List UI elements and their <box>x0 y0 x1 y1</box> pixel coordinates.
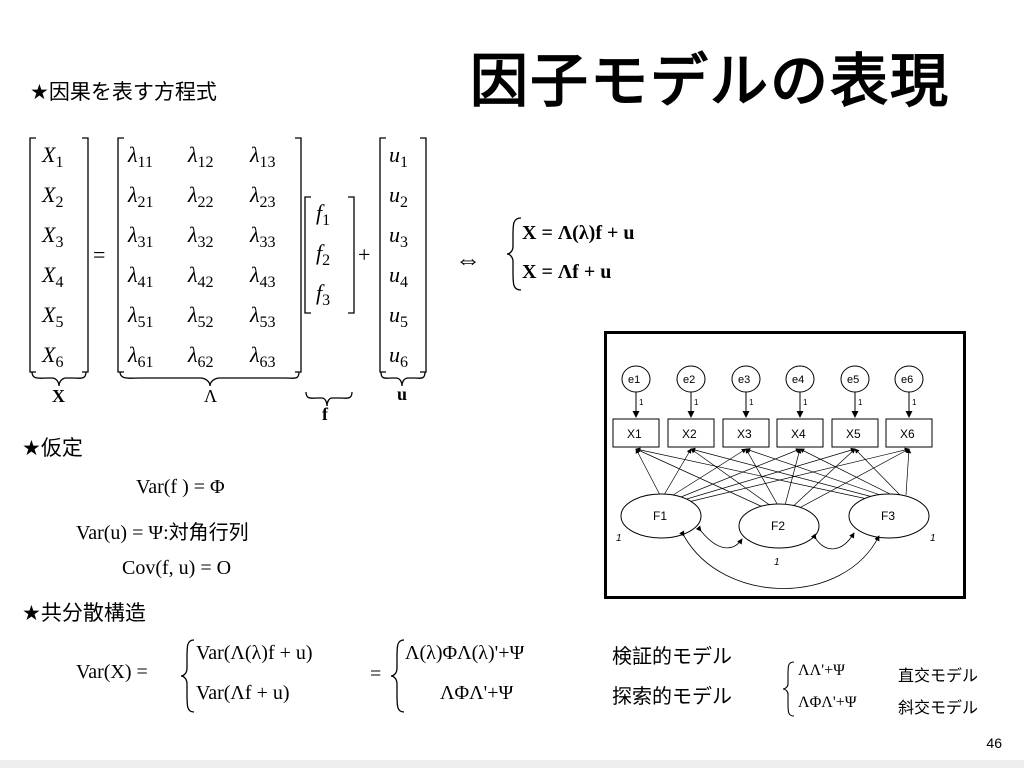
equivalence-line-2: X = Λf + u <box>522 261 612 283</box>
svg-text:λ21: λ21 <box>127 182 154 211</box>
svg-text:λ62: λ62 <box>187 342 214 371</box>
equivalence-line-1: X = Λ(λ)f + u <box>522 222 635 244</box>
svg-text:λ23: λ23 <box>249 182 276 211</box>
svg-text:λ42: λ42 <box>187 262 214 291</box>
cov-brace-right <box>390 639 405 713</box>
matrix-x-entry: X <box>41 182 57 207</box>
equivalence-arrow: ⇔ <box>455 245 481 274</box>
assumption-var-u: Var(u) = Ψ:対角行列 <box>76 520 249 544</box>
svg-text:λ61: λ61 <box>127 342 154 371</box>
svg-text:X3: X3 <box>41 222 63 251</box>
svg-text:u1: u1 <box>389 142 408 171</box>
svg-text:λ11: λ11 <box>127 142 153 171</box>
cov-mid-line-1: Var(Λ(λ)f + u) <box>196 642 313 664</box>
svg-text:X5: X5 <box>41 302 63 331</box>
matrix-x-entry: X <box>41 142 57 167</box>
svg-text:f1: f1 <box>316 200 330 229</box>
factor-variance-label-1: 1 <box>616 533 622 544</box>
factor-f1: F1 <box>653 509 667 523</box>
svg-text:λ13: λ13 <box>249 142 276 171</box>
footer-bar <box>0 760 1024 768</box>
observed-x2: X2 <box>682 427 697 441</box>
cov-brace-left <box>180 639 195 713</box>
observed-x5: X5 <box>846 427 861 441</box>
covariance-label: 1 <box>774 557 780 568</box>
brace-label-u: u <box>397 384 407 404</box>
heading-covariance-structure: ★共分散構造 <box>22 601 146 625</box>
svg-text:λ22: λ22 <box>187 182 214 211</box>
equivalence-brace <box>506 217 522 291</box>
matrix-x-entry: X <box>41 262 57 287</box>
brace-label-x: X <box>52 386 65 406</box>
svg-text:u2: u2 <box>389 182 408 211</box>
sub-label-orthogonal: 直交モデル <box>898 666 979 685</box>
svg-text:λ51: λ51 <box>127 302 154 331</box>
error-e4: e4 <box>792 374 804 386</box>
heading-assumption: ★仮定 <box>22 436 83 460</box>
svg-text:X6: X6 <box>41 342 63 371</box>
heading-causal-equation: ★因果を表す方程式 <box>30 80 217 104</box>
svg-text:1: 1 <box>749 398 754 407</box>
sub-brace <box>782 661 795 717</box>
cov-rhs-line-2: ΛΦΛ'+Ψ <box>440 682 514 704</box>
sub-line-oblique: ΛΦΛ'+Ψ <box>798 694 857 711</box>
page-number: 46 <box>986 735 1002 751</box>
cov-rhs-line-1: Λ(λ)ΦΛ(λ)'+Ψ <box>405 642 525 664</box>
observed-x4: X4 <box>791 427 806 441</box>
svg-text:f2: f2 <box>316 240 330 269</box>
svg-text:1: 1 <box>639 398 644 407</box>
matrix-x-entry: X <box>41 302 57 327</box>
error-e5: e5 <box>847 374 859 386</box>
equals-sign: = <box>93 242 105 267</box>
svg-text:f3: f3 <box>316 280 330 309</box>
svg-text:λ63: λ63 <box>249 342 276 371</box>
sub-line-orthogonal: ΛΛ'+Ψ <box>798 662 845 679</box>
label-confirmatory: 検証的モデル <box>612 644 732 668</box>
error-e2: e2 <box>683 374 695 386</box>
assumption-cov-fu: Cov(f, u) = O <box>122 557 232 579</box>
sub-label-oblique: 斜交モデル <box>898 698 979 717</box>
matrix-equation: X1 X2 X3 X4 X5 X6 = + λ11 λ12 λ13 λ21 λ2… <box>29 137 427 424</box>
svg-text:λ12: λ12 <box>187 142 214 171</box>
svg-text:u4: u4 <box>389 262 408 291</box>
svg-text:X4: X4 <box>41 262 63 291</box>
svg-text:1: 1 <box>803 398 808 407</box>
svg-text:1: 1 <box>694 398 699 407</box>
svg-text:λ53: λ53 <box>249 302 276 331</box>
error-e3: e3 <box>738 374 750 386</box>
brace-label-f: f <box>322 404 329 424</box>
svg-text:λ32: λ32 <box>187 222 214 251</box>
svg-text:u3: u3 <box>389 222 408 251</box>
svg-text:λ33: λ33 <box>249 222 276 251</box>
factor-variance-label-3: 1 <box>930 533 936 544</box>
svg-text:u6: u6 <box>389 342 408 371</box>
svg-text:1: 1 <box>912 398 917 407</box>
plus-sign: + <box>358 242 370 267</box>
label-exploratory: 探索的モデル <box>612 684 732 708</box>
error-e6: e6 <box>901 374 913 386</box>
observed-x3: X3 <box>737 427 752 441</box>
cov-lhs: Var(X) = <box>76 661 148 683</box>
matrix-x-entry: X <box>41 342 57 367</box>
svg-text:1: 1 <box>858 398 863 407</box>
svg-text:X2: X2 <box>41 182 63 211</box>
svg-text:X1: X1 <box>41 142 63 171</box>
brace-label-lambda: Λ <box>204 386 217 406</box>
cov-mid-line-2: Var(Λf + u) <box>196 682 290 704</box>
factor-f3: F3 <box>881 509 895 523</box>
matrix-x-entry: X <box>41 222 57 247</box>
cov-equals: = <box>370 663 382 685</box>
factor-f2: F2 <box>771 519 785 533</box>
svg-text:λ41: λ41 <box>127 262 154 291</box>
svg-text:λ52: λ52 <box>187 302 214 331</box>
error-e1: e1 <box>628 374 640 386</box>
svg-text:λ43: λ43 <box>249 262 276 291</box>
observed-x6: X6 <box>900 427 915 441</box>
path-diagram: e1 e2 e3 e4 e5 e6 1 1 1 1 1 1 X1 X2 X3 X… <box>604 331 966 599</box>
svg-text:u5: u5 <box>389 302 408 331</box>
assumption-var-f: Var(f ) = Φ <box>136 476 225 498</box>
observed-x1: X1 <box>627 427 642 441</box>
slide-title: 因子モデルの表現 <box>470 47 951 115</box>
svg-text:λ31: λ31 <box>127 222 154 251</box>
